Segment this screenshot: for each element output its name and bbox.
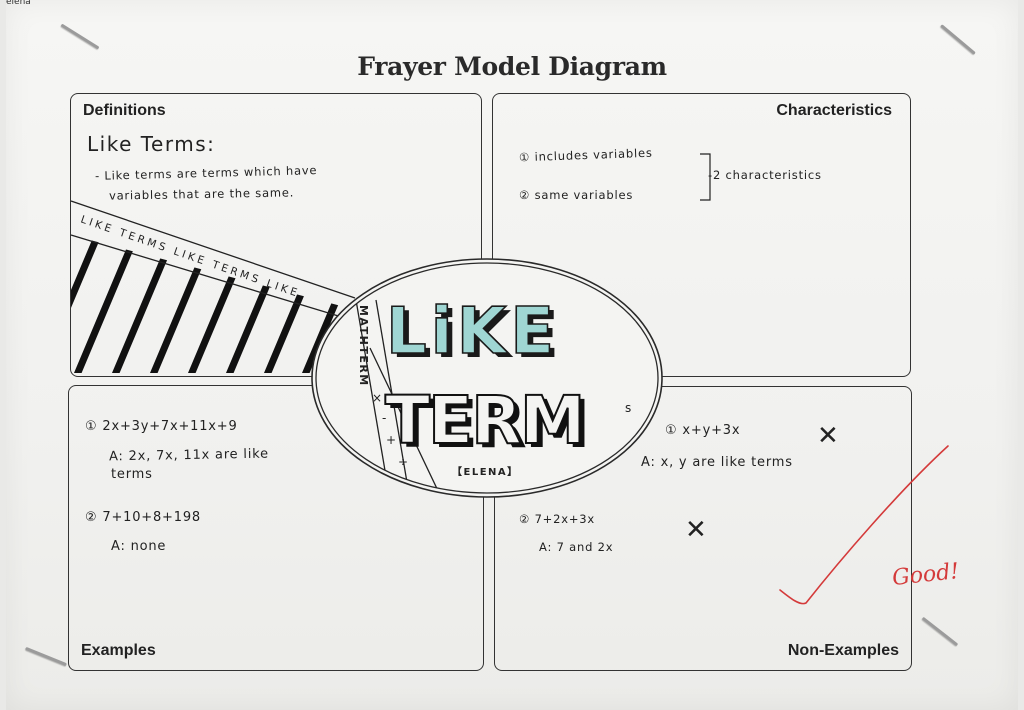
non-example-1-answer: A: x, y are like terms — [641, 455, 793, 470]
page-title: Frayer Model Diagram — [357, 52, 667, 81]
non-example-1: ① x+y+3x — [665, 423, 741, 438]
example-1: ① 2x+3y+7x+11x+9 — [85, 419, 238, 434]
example-1-answer-b: terms — [111, 467, 153, 482]
non-example-2-answer: A: 7 and 2x — [539, 540, 614, 554]
definitions-label: Definitions — [83, 102, 166, 119]
like-word: LiKE — [386, 295, 558, 369]
characteristics-quadrant: Characteristics ① includes variables ② s… — [492, 93, 911, 377]
example-2: ② 7+10+8+198 — [85, 510, 201, 525]
op-minus: - — [382, 411, 386, 425]
term-suffix: s — [625, 401, 631, 415]
signature: 【ELENA】 — [452, 465, 519, 478]
non-examples-label: Non-Examples — [787, 642, 899, 659]
definition-heading: Like Terms: — [87, 132, 216, 156]
examples-quadrant: Examples ① 2x+3y+7x+11x+9 A: 2x, 7x, 11x… — [68, 385, 484, 671]
x-mark-icon: ✕ — [685, 515, 708, 545]
non-example-2: ② 7+2x+3x — [519, 512, 595, 526]
op-divide: ÷ — [398, 455, 408, 469]
definitions-quadrant: Definitions Like Terms: - Like terms are… — [70, 93, 482, 377]
examples-label: Examples — [81, 642, 156, 659]
corner-name: elena — [6, 0, 31, 7]
term-word: TERM — [385, 382, 584, 459]
example-2-answer: A: none — [111, 539, 167, 554]
op-times: × — [372, 391, 382, 405]
characteristics-summary: -2 characteristics — [708, 168, 822, 182]
like-shadow: LiKE — [391, 299, 563, 373]
non-examples-quadrant: Non-Examples ① x+y+3x ✕ A: x, y are like… — [494, 386, 912, 671]
characteristic-item-2: ② same variables — [519, 188, 634, 202]
characteristics-brace — [700, 153, 711, 201]
x-mark-icon: ✕ — [817, 421, 840, 451]
side-text: MATHTERM — [357, 305, 370, 387]
term-shadow: TERM — [390, 386, 589, 463]
characteristics-label: Characteristics — [776, 102, 892, 119]
op-plus: + — [386, 433, 396, 447]
